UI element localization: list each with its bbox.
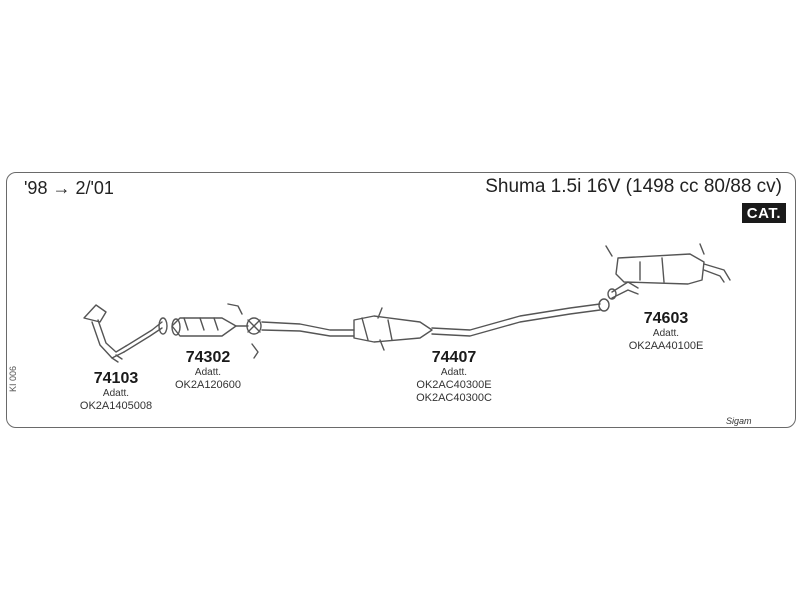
oem-code: OK2AA40100E bbox=[628, 339, 704, 352]
vehicle-model: Shuma 1.5i 16V (1498 cc 80/88 cv) bbox=[485, 176, 782, 197]
oem-code: OK2A120600 bbox=[174, 378, 242, 391]
diagram-frame bbox=[6, 172, 796, 428]
part-note: Adatt. bbox=[102, 388, 130, 400]
part-label-74407: 74407 Adatt. OK2AC40300E OK2AC40300C bbox=[400, 349, 508, 404]
oem-code: OK2A1405008 bbox=[79, 399, 153, 412]
part-note: Adatt. bbox=[652, 328, 680, 340]
flex-joint-drawing bbox=[246, 317, 262, 335]
catalytic-converter-drawing bbox=[171, 303, 259, 359]
cat-badge: CAT. bbox=[741, 203, 786, 223]
intermediate-pipe-drawing bbox=[261, 298, 610, 351]
oem-code: OK2AC40300C bbox=[416, 391, 492, 404]
part-note: Adatt. bbox=[194, 367, 222, 379]
brand-logo: Sigam bbox=[726, 416, 752, 426]
part-label-74603: 74603 Adatt. OK2AA40100E bbox=[614, 310, 718, 353]
part-number: 74103 bbox=[93, 370, 139, 387]
part-label-74302: 74302 Adatt. OK2A120600 bbox=[156, 349, 260, 392]
part-label-74103: 74103 Adatt. OK2A1405008 bbox=[64, 370, 168, 413]
part-number: 74407 bbox=[431, 349, 477, 366]
part-note: Adatt. bbox=[440, 367, 468, 379]
part-number: 74302 bbox=[185, 349, 231, 366]
rear-silencer-drawing bbox=[605, 243, 731, 300]
front-pipe-drawing bbox=[83, 304, 168, 363]
oem-code: OK2AC40300E bbox=[416, 378, 492, 391]
part-number: 74603 bbox=[643, 310, 689, 327]
production-period: '98 → 2/'01 bbox=[24, 178, 114, 198]
